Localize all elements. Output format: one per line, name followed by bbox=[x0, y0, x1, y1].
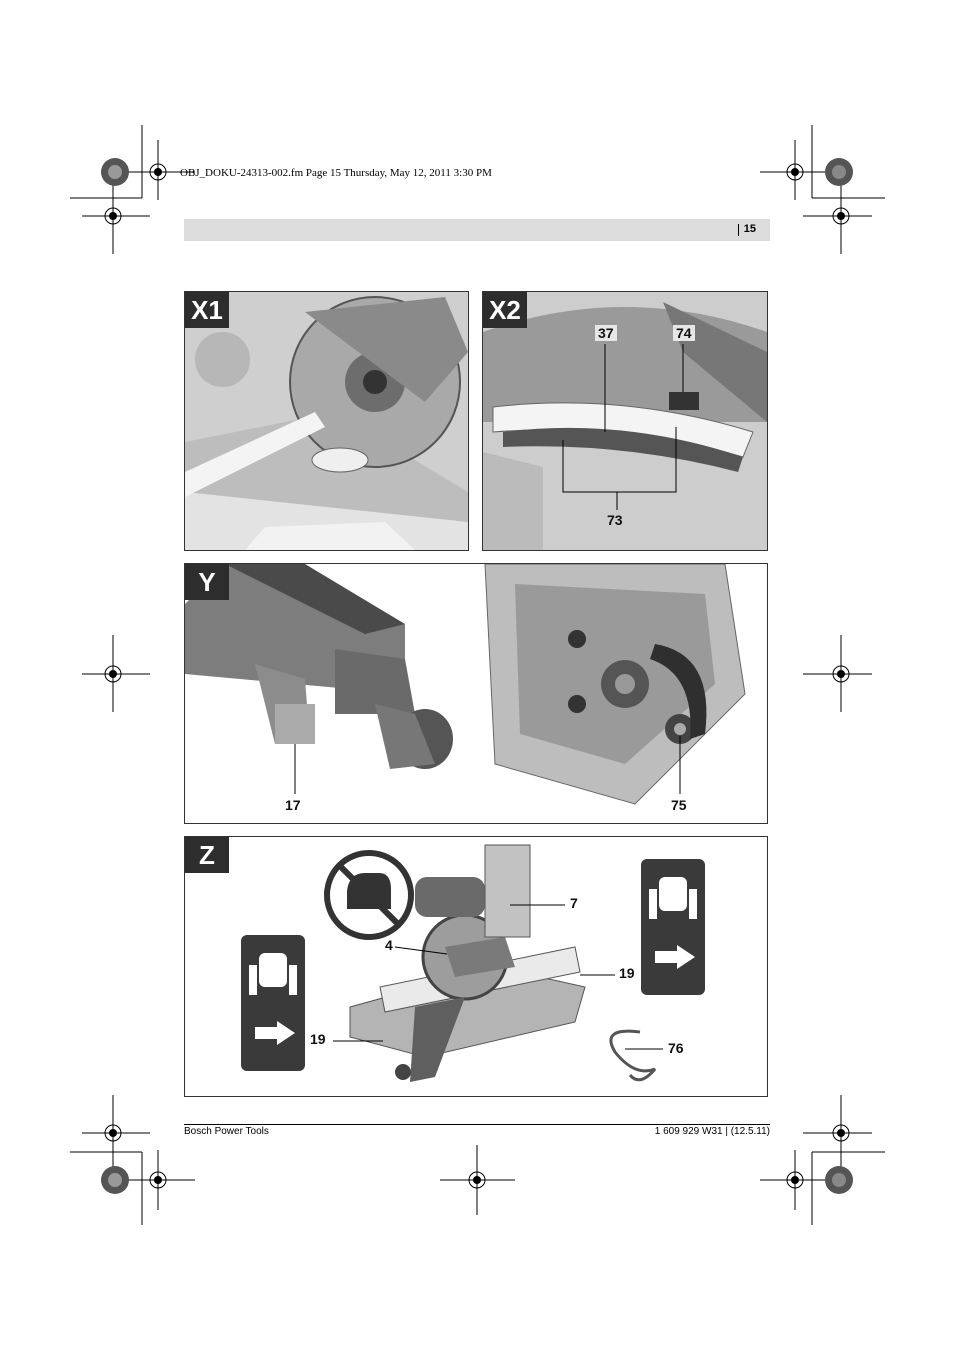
callout-17: 17 bbox=[285, 797, 301, 813]
file-info: OBJ_DOKU-24313-002.fm Page 15 Thursday, … bbox=[180, 167, 492, 179]
handle-and-pivot-illustration bbox=[185, 564, 746, 805]
callout-19-right: 19 bbox=[619, 965, 635, 981]
footer-doc-number: 1 609 929 W31 | (12.5.11) bbox=[654, 1126, 770, 1137]
footer-brand: Bosch Power Tools bbox=[184, 1126, 269, 1137]
figure-x1: X1 bbox=[184, 291, 469, 551]
figure-x2: X2 37 74 73 bbox=[482, 291, 768, 551]
figure-y: Y 17 75 bbox=[184, 563, 768, 824]
figure-z: Z bbox=[184, 836, 768, 1097]
saw-closeup-illustration bbox=[185, 292, 468, 550]
transport-illustration bbox=[241, 844, 705, 1082]
callout-76: 76 bbox=[668, 1040, 684, 1056]
callout-73: 73 bbox=[607, 512, 623, 528]
miter-saw-illustration bbox=[349, 844, 586, 1082]
callout-7: 7 bbox=[570, 895, 578, 911]
hand-icon bbox=[249, 953, 297, 995]
hand-icon bbox=[649, 877, 697, 919]
figure-label: Y bbox=[185, 564, 229, 600]
leader-lines bbox=[294, 736, 681, 794]
figure-label: X1 bbox=[185, 292, 229, 328]
no-hand-icon bbox=[324, 850, 414, 940]
registration-mark-icon bbox=[104, 163, 850, 1189]
figure-label: Z bbox=[185, 837, 229, 873]
callout-74: 74 bbox=[673, 325, 695, 341]
figure-label: X2 bbox=[483, 292, 527, 328]
footer-rule bbox=[184, 1124, 770, 1125]
arrow-right-icon bbox=[255, 1021, 295, 1045]
arrow-right-icon bbox=[655, 945, 695, 969]
callout-19-left: 19 bbox=[310, 1031, 326, 1047]
page-header-band: 15 bbox=[184, 219, 770, 241]
page-number: 15 bbox=[737, 223, 756, 236]
callout-75: 75 bbox=[671, 797, 687, 813]
leader-lines bbox=[562, 344, 684, 510]
hand-icon-sign-right bbox=[641, 859, 705, 995]
callout-37: 37 bbox=[595, 325, 617, 341]
color-target-icon bbox=[101, 158, 853, 1194]
callout-4: 4 bbox=[385, 937, 393, 953]
hand-icon-sign-left bbox=[241, 935, 305, 1071]
